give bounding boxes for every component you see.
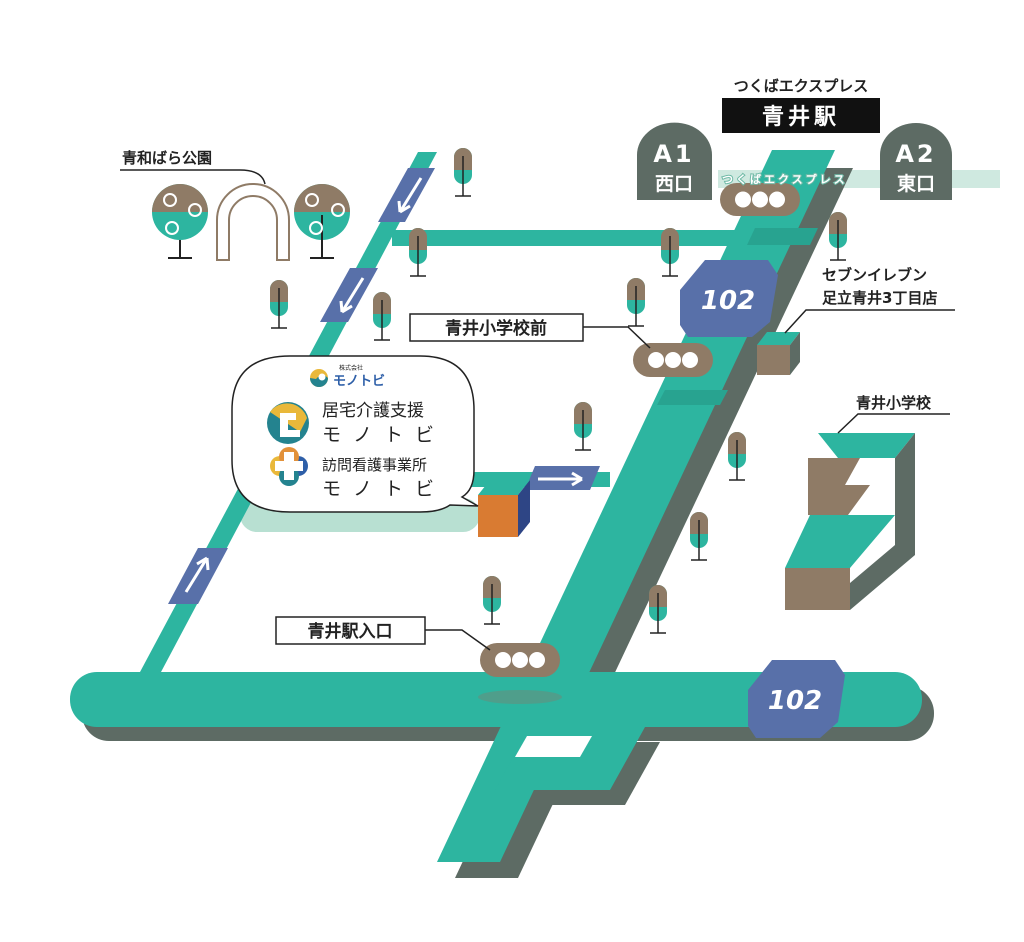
exit-a2: A2 東口 [880, 123, 952, 200]
tree-icon [728, 432, 746, 481]
visiting-nurse-logo-icon [270, 447, 308, 486]
tree-icon [829, 212, 847, 261]
seven-eleven-building [757, 332, 800, 375]
exit-a1: A1 西口 [637, 122, 712, 200]
station-entrance-label: 青井駅入口 [308, 621, 393, 642]
seven-eleven-label-2: 足立青井3丁目店 [822, 289, 937, 307]
svg-text:A1: A1 [653, 140, 694, 168]
top-street [392, 230, 762, 246]
road-band [657, 390, 728, 405]
home-care-name: モノトビ [322, 424, 446, 446]
line-name: つくばエクスプレス [734, 77, 869, 95]
tree-icon [270, 280, 288, 329]
crossing-shadow [478, 690, 562, 704]
home-care-title: 居宅介護支援 [322, 401, 424, 421]
school-crossing-label: 青井小学校前 [445, 318, 547, 339]
rose-park [152, 183, 350, 261]
school-crossing-label-box [409, 313, 584, 342]
tree-icon [483, 576, 501, 625]
company-small: 株式会社 [339, 364, 363, 372]
park-leader-line [120, 169, 266, 185]
rail-watermark: つくばエクスプレス [722, 172, 848, 186]
logo-text: モノトビ [333, 373, 385, 389]
park-label: 青和ばら公園 [122, 149, 212, 167]
school-crossing-leader [583, 326, 651, 349]
station-entrance-label-box [275, 616, 426, 645]
aoi-elementary-school [785, 433, 915, 610]
visiting-nurse-name: モノトビ [322, 478, 446, 500]
branch-gap [515, 736, 592, 757]
svg-text:A2: A2 [895, 140, 936, 168]
svg-text:東口: 東口 [897, 172, 935, 195]
tree-icon [690, 512, 708, 561]
tree-icon [409, 228, 427, 277]
svg-text:西口: 西口 [655, 173, 693, 195]
road-band [747, 228, 818, 245]
station-name: 青井駅 [762, 105, 840, 130]
seven-eleven-label-1: セブンイレブン [822, 266, 927, 284]
traffic-light-station-entrance [480, 643, 560, 677]
one-way-sign-down-left [320, 268, 378, 322]
monotobi-office-building [478, 480, 530, 537]
tree-icon [454, 148, 472, 197]
traffic-light-school [633, 343, 713, 377]
seven-eleven-leader [784, 309, 955, 334]
svg-text:102: 102 [768, 686, 822, 716]
traffic-light-station [720, 183, 800, 216]
visiting-nurse-title: 訪問看護事業所 [322, 456, 427, 474]
route-102-sign-upper: 102 [680, 260, 778, 337]
station-entrance-leader [425, 629, 491, 651]
tree-icon [574, 402, 592, 451]
one-way-sign-up [168, 548, 228, 604]
home-care-logo-icon [267, 402, 309, 444]
tree-icon [627, 278, 645, 327]
one-way-sign-right [525, 466, 600, 490]
school-label: 青井小学校 [856, 394, 932, 412]
route-102-sign-lower: 102 [748, 660, 845, 738]
tree-icon [373, 292, 391, 341]
school-leader [837, 413, 950, 434]
station-name-box [722, 98, 880, 133]
one-way-sign-down-left [378, 168, 435, 222]
monotobi-small-logo-icon [310, 369, 328, 387]
monotobi-callout: 株式会社 モノトビ 居宅介護支援 モノトビ 訪問看護事業所 モノトビ [231, 355, 479, 513]
svg-text:102: 102 [701, 286, 755, 316]
tree-icon [661, 228, 679, 277]
tree-icon [649, 585, 667, 634]
trees [270, 148, 847, 634]
